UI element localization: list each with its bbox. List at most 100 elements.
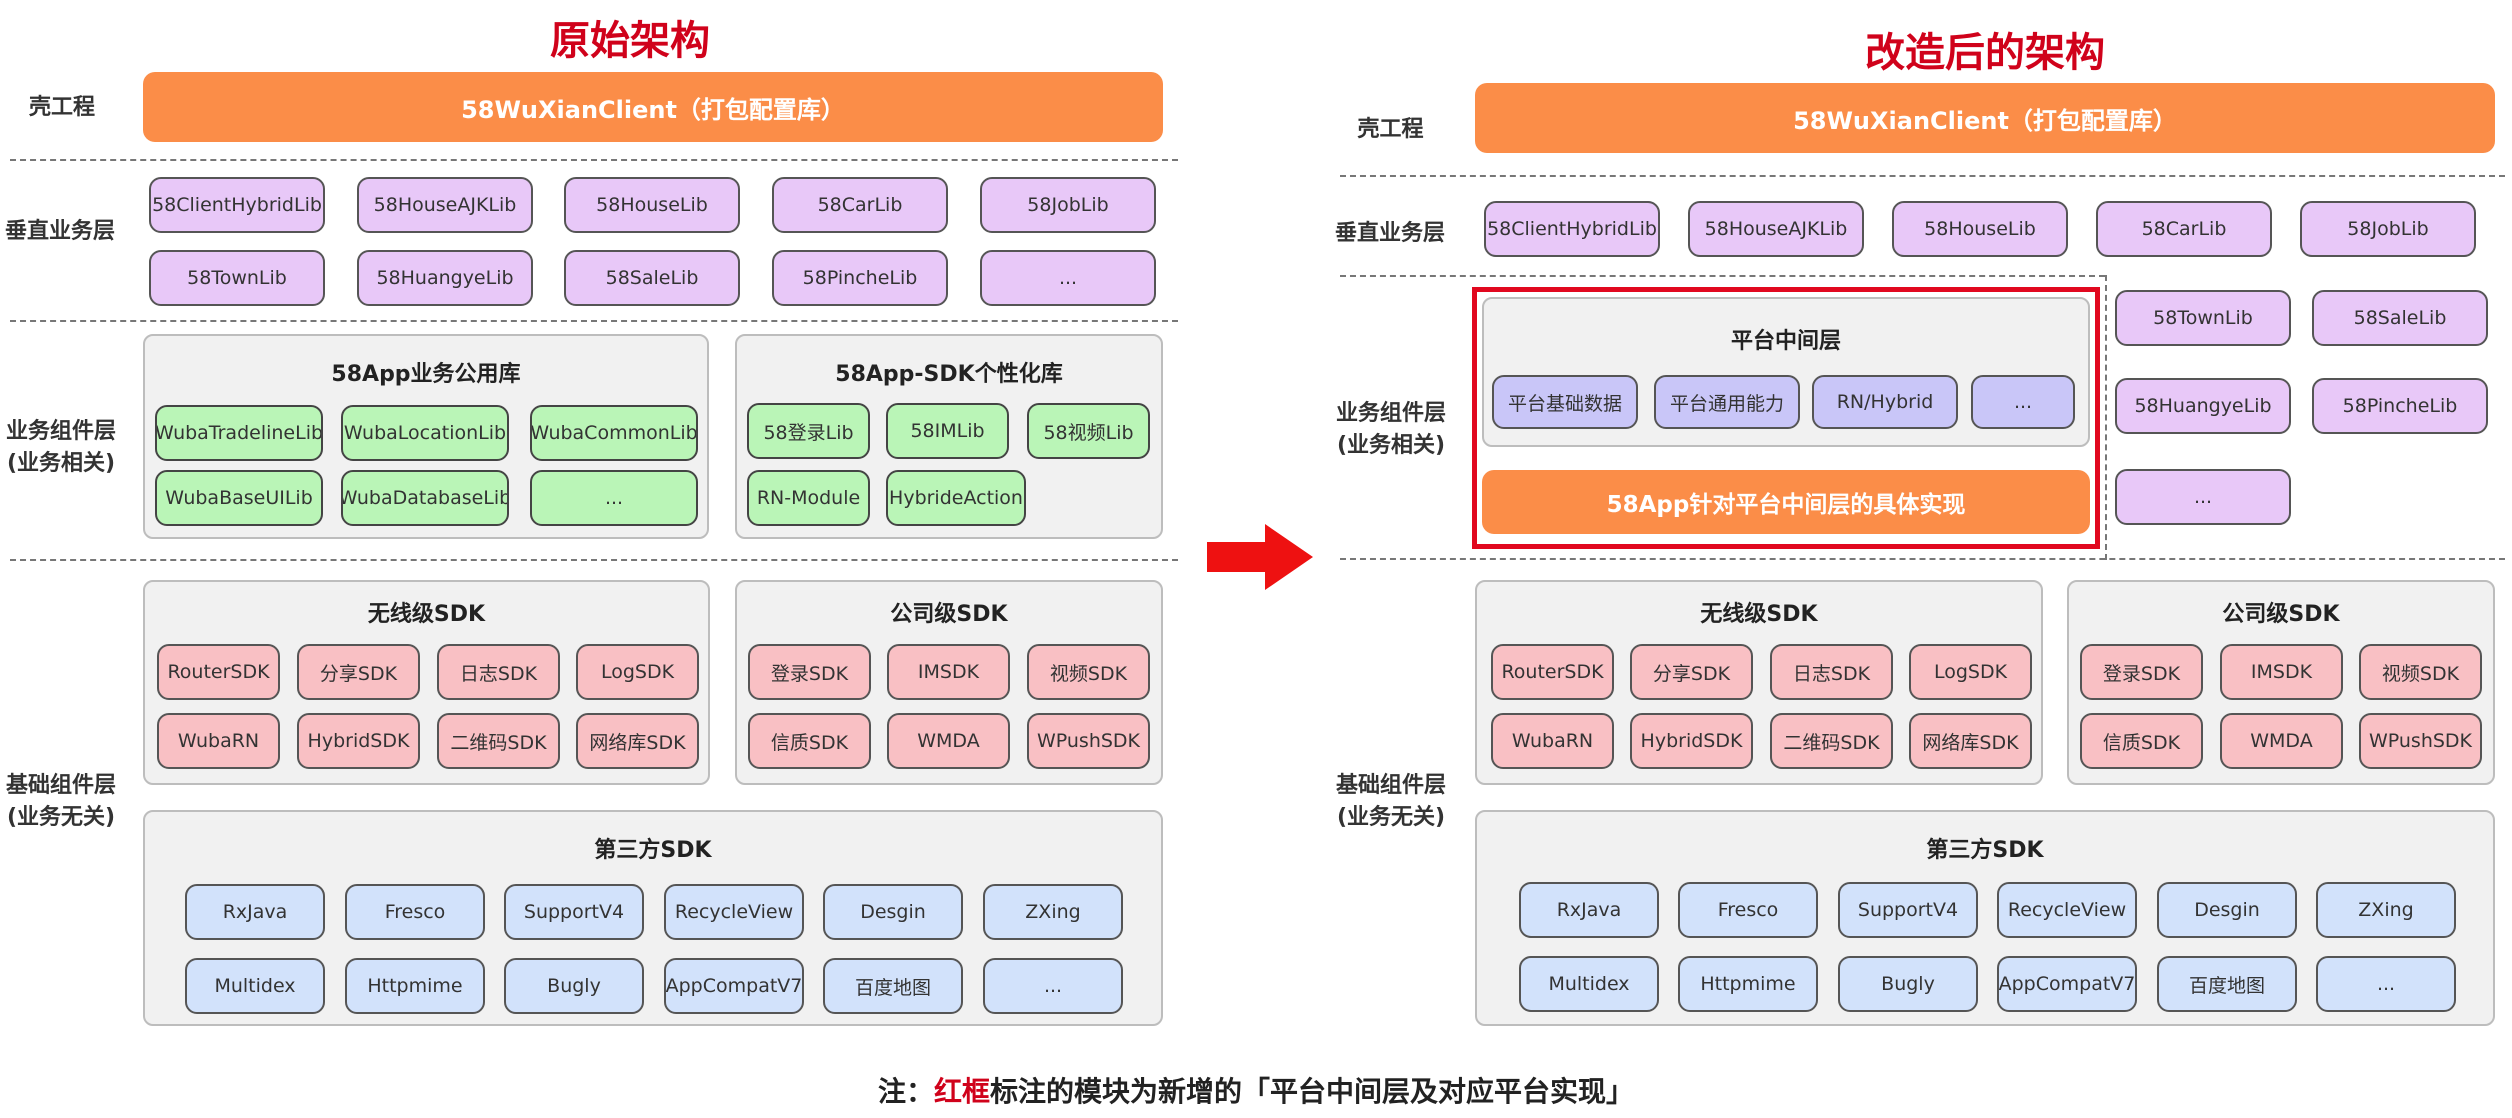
wireless-sdk-item: 分享SDK xyxy=(1630,644,1753,700)
company-sdk-item: 视频SDK xyxy=(2359,644,2482,700)
right-side-lib-item: 58SaleLib xyxy=(2312,290,2488,346)
left-sdk-title: 58App-SDK个性化库 xyxy=(835,362,1063,387)
left-biz-label-line2: (业务相关) xyxy=(6,451,116,476)
right-divider-2a xyxy=(1340,275,2105,277)
left-base-label-line1: 基础组件层 xyxy=(5,773,116,798)
left-common-group: 58App业务公用库 WubaTradelineLib WubaLocation… xyxy=(143,334,709,539)
third-sdk-item: RecycleView xyxy=(1997,882,2137,938)
wireless-sdk-item: 二维码SDK xyxy=(437,713,560,769)
left-base-label: 基础组件层 (业务无关) xyxy=(5,770,117,834)
right-company-group: 公司级SDK 登录SDK IMSDK 视频SDK 信质SDK WMDA WPus… xyxy=(2067,580,2495,785)
right-biz-label: 业务组件层 (业务相关) xyxy=(1335,398,1447,462)
left-vertical-item: 58HouseLib xyxy=(564,177,740,233)
third-sdk-item: Multidex xyxy=(185,958,325,1014)
company-sdk-item: WPushSDK xyxy=(2359,713,2482,769)
platform-impl-bar: 58App针对平台中间层的具体实现 xyxy=(1482,470,2090,534)
left-biz-label-line1: 业务组件层 xyxy=(5,419,116,444)
right-base-label: 基础组件层 (业务无关) xyxy=(1335,770,1447,834)
wireless-sdk-item: 分享SDK xyxy=(297,644,420,700)
right-wireless-group: 无线级SDK RouterSDK 分享SDK 日志SDK LogSDK Wuba… xyxy=(1475,580,2043,785)
right-biz-label-line1: 业务组件层 xyxy=(1335,401,1446,426)
left-shell-label: 壳工程 xyxy=(28,95,95,120)
third-sdk-item: Httpmime xyxy=(1678,956,1818,1012)
wireless-sdk-item: LogSDK xyxy=(576,644,699,700)
left-vertical-item: 58CarLib xyxy=(772,177,948,233)
middle-layer-item: RN/Hybrid xyxy=(1812,375,1958,429)
third-sdk-item: Desgin xyxy=(2157,882,2297,938)
wireless-sdk-item: RouterSDK xyxy=(157,644,280,700)
right-biz-label-line2: (业务相关) xyxy=(1336,433,1446,458)
right-shell-bar: 58WuXianClient（打包配置库） xyxy=(1475,83,2495,153)
company-sdk-item: IMSDK xyxy=(887,644,1010,700)
common-lib-item: WubaLocationLib xyxy=(341,405,509,461)
right-side-lib-item: 58PincheLib xyxy=(2312,378,2488,434)
company-sdk-item: 登录SDK xyxy=(2080,644,2203,700)
middle-layer-item: 平台基础数据 xyxy=(1492,375,1638,429)
wireless-sdk-item: WubaRN xyxy=(1491,713,1614,769)
third-sdk-item: Bugly xyxy=(1838,956,1978,1012)
wireless-sdk-item: 二维码SDK xyxy=(1770,713,1893,769)
wireless-sdk-item: 日志SDK xyxy=(1770,644,1893,700)
right-vertical-item: 58HouseLib xyxy=(1892,201,2068,257)
third-sdk-item: AppCompatV7 xyxy=(664,958,804,1014)
right-company-title: 公司级SDK xyxy=(2222,602,2340,627)
left-vertical-item: ... xyxy=(980,250,1156,306)
wireless-sdk-item: 网络库SDK xyxy=(1909,713,2032,769)
third-sdk-item: RxJava xyxy=(1519,882,1659,938)
right-side-lib-item: 58HuangyeLib xyxy=(2115,378,2291,434)
left-company-group: 公司级SDK 登录SDK IMSDK 视频SDK 信质SDK WMDA WPus… xyxy=(735,580,1163,785)
common-lib-item: WubaCommonLib xyxy=(530,405,698,461)
right-base-label-line2: (业务无关) xyxy=(1336,805,1446,830)
sdk-lib-item: 58视频Lib xyxy=(1027,403,1150,459)
third-sdk-item: Bugly xyxy=(504,958,644,1014)
wireless-sdk-item: LogSDK xyxy=(1909,644,2032,700)
middle-layer-group: 平台中间层 平台基础数据 平台通用能力 RN/Hybrid ... xyxy=(1482,297,2090,447)
right-side-lib-item: ... xyxy=(2115,469,2291,525)
third-sdk-item: 百度地图 xyxy=(823,958,963,1014)
company-sdk-item: 信质SDK xyxy=(748,713,871,769)
company-sdk-item: WMDA xyxy=(887,713,1010,769)
third-sdk-item: SupportV4 xyxy=(1838,882,1978,938)
wireless-sdk-item: WubaRN xyxy=(157,713,280,769)
left-vertical-item: 58SaleLib xyxy=(564,250,740,306)
right-divider-1 xyxy=(1340,175,2505,177)
middle-layer-item: ... xyxy=(1971,375,2075,429)
left-vertical-item: 58HouseAJKLib xyxy=(357,177,533,233)
left-divider-3 xyxy=(10,559,1178,561)
sdk-lib-item: RN-Module xyxy=(747,470,870,526)
middle-layer-title: 平台中间层 xyxy=(1730,329,1841,354)
left-divider-2 xyxy=(10,320,1178,322)
wireless-sdk-item: 网络库SDK xyxy=(576,713,699,769)
right-title: 改造后的架构 xyxy=(1865,30,2105,76)
company-sdk-item: 登录SDK xyxy=(748,644,871,700)
common-lib-item: WubaBaseUILib xyxy=(155,470,323,526)
right-vertical-item: 58HouseAJKLib xyxy=(1688,201,1864,257)
third-sdk-item: Fresco xyxy=(345,884,485,940)
third-sdk-item: ... xyxy=(2316,956,2456,1012)
third-sdk-item: Multidex xyxy=(1519,956,1659,1012)
left-vertical-item: 58ClientHybridLib xyxy=(149,177,325,233)
middle-layer-item: 平台通用能力 xyxy=(1654,375,1800,429)
left-third-title: 第三方SDK xyxy=(594,838,712,863)
company-sdk-item: 信质SDK xyxy=(2080,713,2203,769)
left-title: 原始架构 xyxy=(550,18,710,64)
left-divider-1 xyxy=(10,159,1178,161)
wireless-sdk-item: HybridSDK xyxy=(297,713,420,769)
third-sdk-item: Desgin xyxy=(823,884,963,940)
sdk-lib-item: 58登录Lib xyxy=(747,403,870,459)
right-wireless-title: 无线级SDK xyxy=(1700,602,1818,627)
third-sdk-item: RxJava xyxy=(185,884,325,940)
left-vertical-label: 垂直业务层 xyxy=(5,219,116,244)
left-shell-bar: 58WuXianClient（打包配置库） xyxy=(143,72,1163,142)
footnote-prefix: 注： xyxy=(877,1075,934,1108)
right-divider-3 xyxy=(1340,558,2505,560)
left-common-title: 58App业务公用库 xyxy=(331,362,521,387)
third-sdk-item: AppCompatV7 xyxy=(1997,956,2137,1012)
right-third-group: 第三方SDK RxJava Fresco SupportV4 RecycleVi… xyxy=(1475,810,2495,1026)
left-wireless-title: 无线级SDK xyxy=(367,602,486,627)
left-vertical-item: 58TownLib xyxy=(149,250,325,306)
right-vertical-item: 58ClientHybridLib xyxy=(1484,201,1660,257)
common-lib-item: WubaTradelineLib xyxy=(155,405,323,461)
left-sdk-group: 58App-SDK个性化库 58登录Lib 58IMLib 58视频Lib RN… xyxy=(735,334,1163,539)
right-vertical-item: 58JobLib xyxy=(2300,201,2476,257)
